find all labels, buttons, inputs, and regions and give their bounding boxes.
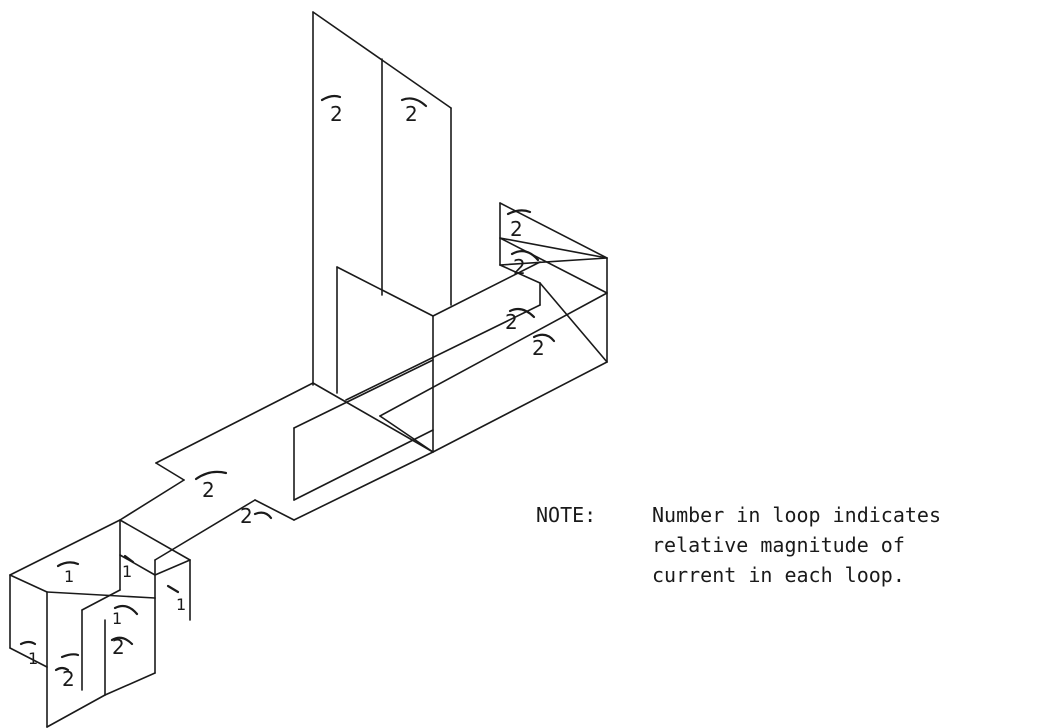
center-cross-plate	[293, 359, 434, 501]
current-arrows	[19, 94, 556, 672]
right-arm	[345, 202, 608, 453]
loop-label-tall-right: 2	[405, 102, 418, 126]
loop-label-box-side: 1	[28, 649, 38, 668]
main-horizontal-strip	[9, 382, 434, 728]
loop-label-arm-mid-lower: 2	[532, 336, 545, 360]
loop-label-arm-mid-upper: 2	[505, 310, 518, 334]
loop-label-box-top: 1	[64, 567, 74, 586]
note-text: Number in loop indicates relative magnit…	[652, 500, 1032, 590]
loop-label-box-small-left: 1	[122, 562, 132, 581]
loop-labels: 2 2 2 2 2 2 2 2 1 1 1 1 1 2 2	[28, 102, 545, 691]
note-line-3: current in each loop.	[652, 563, 905, 587]
loop-label-box-mid: 1	[112, 609, 122, 628]
note-line-1: Number in loop indicates	[652, 503, 941, 527]
loop-label-arm-lower: 2	[513, 255, 526, 279]
loop-label-box-small-right: 1	[176, 595, 186, 614]
note-label: NOTE:	[536, 503, 597, 527]
loop-label-center-upper: 2	[202, 478, 215, 502]
loop-label-bottom-right: 2	[112, 635, 125, 659]
loop-label-arm-upper: 2	[510, 217, 523, 241]
loop-label-tall-left: 2	[330, 102, 343, 126]
tall-vertical-plate	[312, 11, 452, 386]
loop-label-bottom-left: 2	[62, 667, 75, 691]
loop-label-center-lower: 2	[240, 504, 253, 528]
note-line-2: relative magnitude of	[652, 533, 905, 557]
